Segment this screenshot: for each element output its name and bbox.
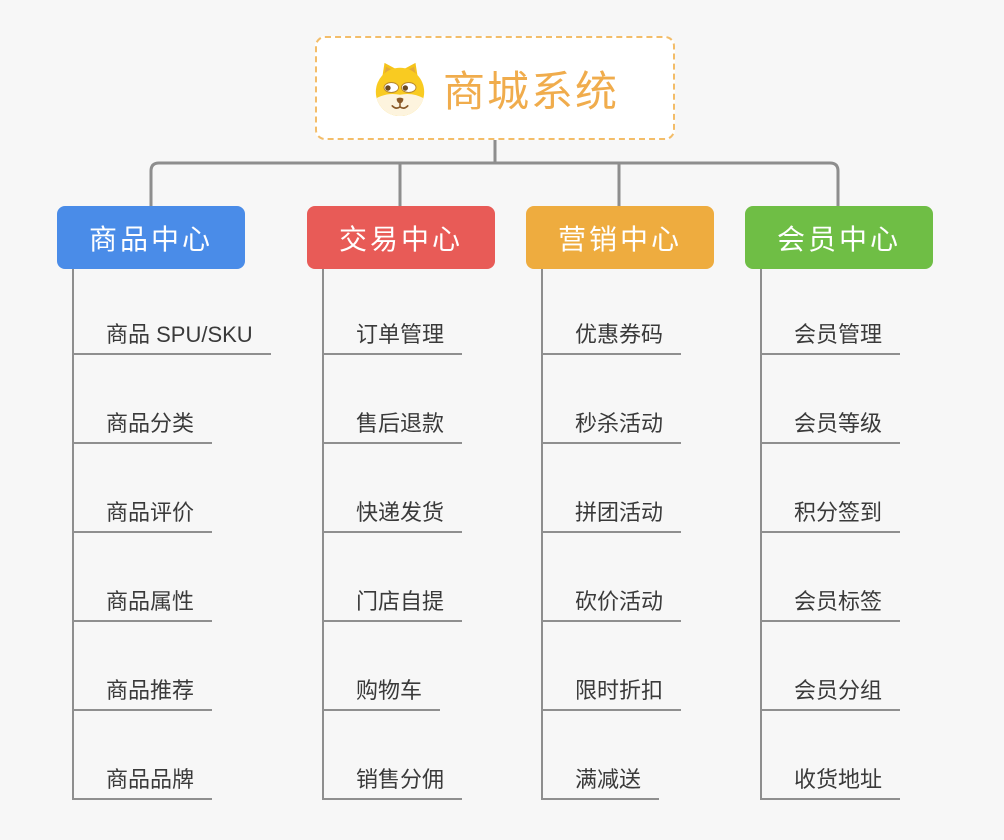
leaf-topic[interactable]: 销售分佣: [322, 762, 463, 800]
leaf-topic[interactable]: 会员管理: [760, 317, 901, 355]
leaf-topic[interactable]: 商品 SPU/SKU: [72, 317, 271, 355]
leaf-topic[interactable]: 商品品牌: [72, 762, 213, 800]
leaf-topic[interactable]: 商品推荐: [72, 673, 213, 711]
branch-node-product-center[interactable]: 商品中心: [57, 206, 245, 269]
root-title: 商城系统: [442, 67, 619, 115]
leaf-topic[interactable]: 会员等级: [760, 406, 901, 444]
branch-node-marketing-center[interactable]: 营销中心: [526, 206, 714, 269]
root-topic[interactable]: 商城系统: [315, 36, 675, 140]
dog-face-icon: [375, 62, 425, 117]
branch-node-trade-center[interactable]: 交易中心: [307, 206, 495, 269]
leaf-topic[interactable]: 快递发货: [322, 495, 463, 533]
branch-rail-line: [149, 161, 840, 206]
leaf-topic[interactable]: 商品评价: [72, 495, 213, 533]
leaf-topic[interactable]: 门店自提: [322, 584, 463, 622]
leaf-topic[interactable]: 限时折扣: [541, 673, 682, 711]
leaf-topic[interactable]: 会员分组: [760, 673, 901, 711]
leaf-topic[interactable]: 会员标签: [760, 584, 901, 622]
leaf-topic[interactable]: 商品分类: [72, 406, 213, 444]
leaf-topic[interactable]: 收货地址: [760, 762, 901, 800]
leaf-topic[interactable]: 优惠券码: [541, 317, 682, 355]
leaf-topic[interactable]: 积分签到: [760, 495, 901, 533]
leaf-topic[interactable]: 购物车: [322, 673, 441, 711]
leaf-topic[interactable]: 满减送: [541, 762, 660, 800]
branch-node-member-center[interactable]: 会员中心: [745, 206, 933, 269]
leaf-topic[interactable]: 拼团活动: [541, 495, 682, 533]
leaf-topic[interactable]: 商品属性: [72, 584, 213, 622]
leaf-topic[interactable]: 订单管理: [322, 317, 463, 355]
leaf-topic[interactable]: 秒杀活动: [541, 406, 682, 444]
leaf-topic[interactable]: 售后退款: [322, 406, 463, 444]
leaf-topic[interactable]: 砍价活动: [541, 584, 682, 622]
